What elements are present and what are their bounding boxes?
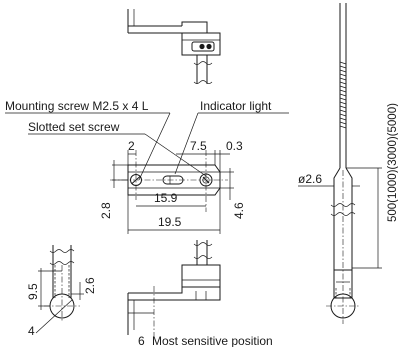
dim-2-8-label: 2.8: [99, 202, 113, 219]
dim-2-6-label: 2.6: [83, 277, 97, 294]
callout-mounting-screw: Mounting screw M2.5 x 4 L: [5, 99, 171, 181]
cable-length-label: 500(1000)(3000)(5000): [387, 103, 398, 222]
indicator-light-label: Indicator light: [200, 99, 272, 113]
dim-6-label: 6: [138, 334, 145, 347]
dim-19-5-label: 19.5: [158, 215, 182, 229]
dim-2-8: 2.8: [99, 160, 128, 219]
bottom-side-view: 6 Most sensitive position: [127, 240, 273, 347]
dim-7-5-label: 7.5: [190, 139, 207, 153]
dim-4-6-label: 4.6: [232, 202, 246, 219]
callout-slotted-set-screw: Slotted set screw: [28, 120, 207, 177]
most-sensitive-position-label: Most sensitive position: [152, 334, 273, 347]
indicator-dot-icon: [206, 43, 212, 50]
dim-2: 2: [127, 139, 136, 165]
slotted-set-screw-label: Slotted set screw: [28, 120, 120, 134]
dim-15-9: 15.9: [136, 191, 206, 207]
callout-indicator-light: Indicator light: [174, 99, 289, 175]
dim-15-9-label: 15.9: [154, 191, 178, 205]
dim-dia-2-6-label: ø2.6: [298, 172, 322, 186]
cable-view: ø2.6 500(1000)(3000)(5000): [298, 3, 398, 324]
dim-4-6: 4.6: [220, 168, 246, 219]
dim-4-label: 4: [28, 324, 35, 338]
mounting-screw-label: Mounting screw M2.5 x 4 L: [5, 99, 149, 113]
top-side-view: [127, 9, 221, 84]
dim-9-5-label: 9.5: [26, 283, 40, 300]
indicator-dot-icon: [199, 43, 205, 50]
dim-19-5: 19.5: [127, 188, 221, 234]
dim-7-5: 7.5 0.3: [176, 139, 243, 172]
dim-2-label: 2: [128, 139, 135, 153]
dim-0-3-label: 0.3: [226, 139, 243, 153]
bottom-left-view: 9.5 2.6 4: [26, 245, 97, 338]
